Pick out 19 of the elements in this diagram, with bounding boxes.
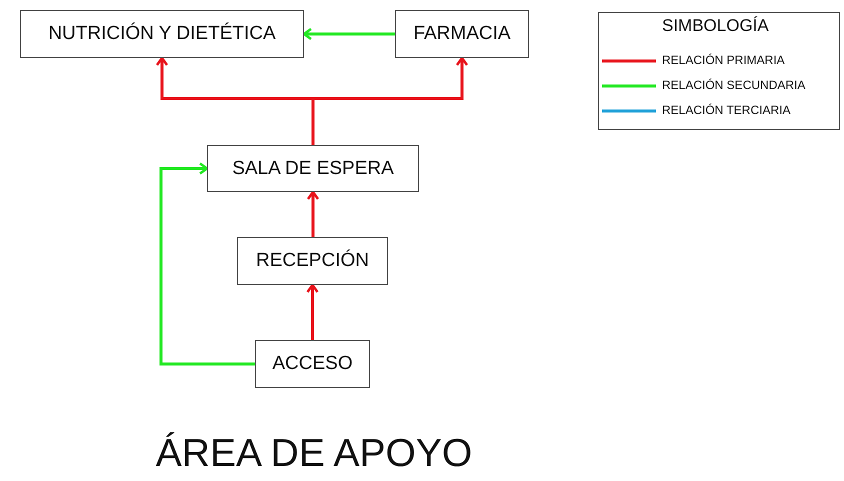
- legend-label: RELACIÓN TERCIARIA: [662, 103, 790, 117]
- area-box: [207, 145, 419, 192]
- area-box: [395, 10, 529, 58]
- area-name: RECEPCIÓN: [256, 250, 369, 272]
- area-box: [20, 10, 304, 58]
- legend-label: RELACIÓN SECUNDARIA: [662, 78, 806, 92]
- area-name: NUTRICIÓN Y DIETÉTICA: [48, 23, 276, 45]
- legend-label: RELACIÓN PRIMARIA: [662, 53, 785, 67]
- area-name: SALA DE ESPERA: [232, 158, 394, 180]
- area-box: [237, 237, 388, 285]
- arrow: [306, 284, 319, 340]
- arrow: [160, 162, 255, 366]
- arrow: [302, 28, 395, 40]
- area-box: [255, 340, 370, 388]
- arrow: [306, 190, 320, 237]
- area-name: FARMACIA: [413, 23, 511, 45]
- area-name: ACCESO: [272, 353, 353, 375]
- diagram-title: ÁREA DE APOYO: [154, 432, 474, 476]
- legend-title: SIMBOLOGÍA: [662, 16, 769, 36]
